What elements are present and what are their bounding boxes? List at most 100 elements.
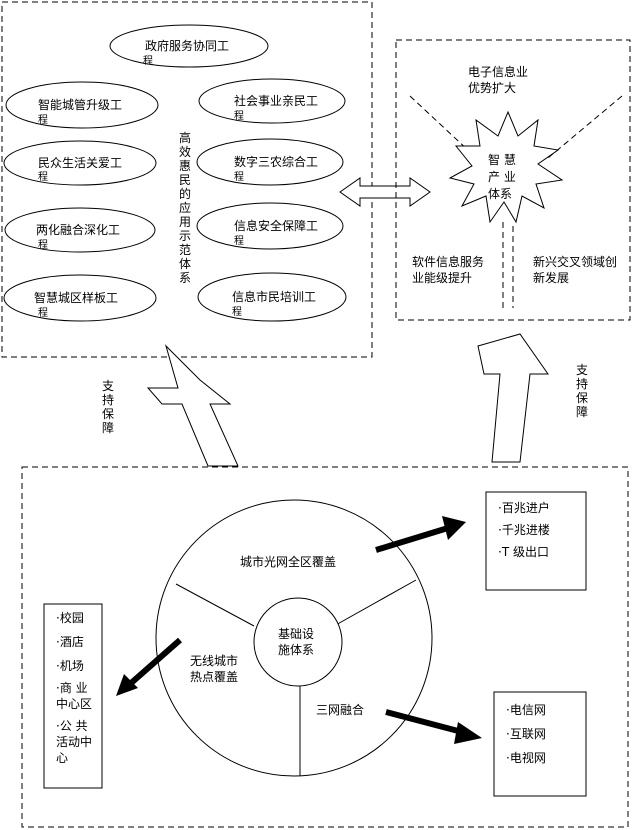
project-ellipse: 信息安全保障工 程	[196, 202, 344, 250]
hotspot-list-box	[43, 603, 103, 789]
industry-top-label-line2: 优势扩大	[468, 81, 516, 95]
svg-text:持: 持	[102, 392, 114, 407]
svg-text:保: 保	[102, 407, 114, 421]
svg-text:障: 障	[576, 404, 588, 419]
ellipse-label-suffix: 程	[38, 307, 48, 319]
support-arrow-right-icon	[477, 333, 549, 463]
svg-text:用: 用	[179, 215, 191, 229]
svg-text:惠: 惠	[179, 159, 191, 173]
ellipse-label-suffix: 程	[234, 110, 244, 122]
svg-text:示: 示	[179, 229, 191, 243]
svg-text:障: 障	[102, 420, 114, 435]
ellipse-label-suffix: 程	[38, 171, 48, 183]
project-ellipse: 信息市民培训工 程	[197, 272, 347, 322]
list-item: ·校园	[56, 610, 84, 625]
emerging-label-line2: 新发展	[533, 270, 569, 285]
star-label-line1: 智 慧	[488, 152, 516, 167]
application-system-panel	[1, 1, 373, 358]
list-item: ·酒店	[56, 635, 84, 649]
ellipse-label: 数字三农综合工	[234, 154, 318, 169]
svg-text:体: 体	[179, 257, 191, 271]
star-label-line3: 体系	[488, 187, 512, 201]
arrow-to-fiber-list-icon	[375, 516, 466, 553]
list-item: ·互联网	[506, 727, 546, 741]
sector-label-triple-network: 三网融合	[316, 702, 364, 717]
list-item-cont: 心	[56, 751, 68, 765]
connector-line	[547, 95, 623, 159]
ellipse-label: 社会事业亲民工	[234, 93, 318, 108]
emerging-label-line1: 新兴交叉领域创	[533, 254, 617, 269]
sector-label-wireless-line2: 热点覆盖	[190, 670, 238, 684]
center-label-line2: 施体系	[278, 643, 314, 657]
project-ellipse: 政府服务协同工 程	[109, 24, 269, 68]
industry-top-label-line1: 电子信息业	[468, 64, 528, 79]
list-item: ·机场	[56, 659, 84, 673]
arrow-to-hotspot-list-icon	[116, 637, 182, 696]
ellipse-label: 政府服务协同工	[145, 38, 229, 53]
star-label-line2: 产 业	[488, 170, 516, 184]
ellipse-label-suffix: 程	[234, 235, 244, 247]
support-arrow-left-icon	[146, 344, 239, 467]
support-label-left: 支 持 保 障	[102, 379, 114, 435]
ellipse-label-suffix: 程	[232, 306, 242, 318]
support-label-right: 支 持 保 障	[576, 363, 588, 419]
fiber-list-box	[485, 491, 587, 591]
ellipse-label: 两化融合深化工	[36, 222, 120, 237]
sector-label-fiber: 城市光网全区覆盖	[240, 554, 336, 569]
svg-text:支: 支	[576, 363, 588, 377]
ellipse-label: 智能城管升级工	[38, 97, 122, 112]
svg-text:的: 的	[179, 186, 191, 201]
svg-text:高: 高	[179, 130, 191, 145]
list-item: ·电信网	[506, 703, 546, 717]
ellipse-label-suffix: 程	[38, 114, 48, 126]
list-item: ·商 业	[56, 680, 88, 695]
project-ellipse: 智能城管升级工 程	[5, 81, 159, 129]
project-ellipse: 社会事业亲民工 程	[198, 78, 346, 124]
sector-label-wireless-line1: 无线城市	[190, 653, 238, 668]
ellipse-label-suffix: 程	[38, 239, 48, 251]
infrastructure-wheel	[155, 499, 433, 777]
project-ellipse: 民众生活关爱工 程	[3, 140, 157, 186]
svg-text:系: 系	[179, 271, 191, 285]
smart-industry-panel	[395, 39, 631, 321]
center-label-line1: 基础设	[278, 627, 314, 641]
list-item: ·T 级出口	[498, 545, 549, 559]
project-ellipse: 数字三农综合工 程	[196, 138, 344, 186]
wheel-divider	[175, 583, 255, 627]
network-list: ·电信网 ·互联网 ·电视网	[506, 703, 546, 765]
list-item: ·电视网	[506, 750, 546, 765]
arrow-to-network-list-icon	[385, 709, 482, 744]
ellipse-label-suffix: 程	[234, 171, 244, 183]
fiber-list: ·百兆进户 ·千兆进楼 ·T 级出口	[498, 500, 550, 559]
double-arrow-icon	[339, 177, 431, 207]
ellipse-label: 信息安全保障工	[234, 218, 318, 233]
software-label-line2: 业能级提升	[412, 270, 472, 285]
infrastructure-panel	[21, 466, 629, 828]
list-item: ·千兆进楼	[498, 522, 550, 537]
ellipse-label: 信息市民培训工	[232, 289, 316, 304]
svg-text:应: 应	[179, 200, 191, 215]
ellipse-label: 智慧城区样板工	[34, 290, 118, 305]
vertical-system-label: 高 效 惠 民 的 应 用 示 范 体 系	[179, 130, 191, 285]
infrastructure-center	[253, 597, 343, 687]
hotspot-list: ·校园 ·酒店 ·机场 ·商 业 中心区 ·公 共 活动中 心	[56, 610, 92, 765]
wheel-divider	[333, 579, 417, 627]
list-item: ·百兆进户	[498, 500, 550, 515]
svg-text:效: 效	[179, 144, 191, 159]
project-ellipse: 智慧城区样板工 程	[3, 274, 157, 322]
svg-text:范: 范	[179, 243, 191, 257]
network-list-box	[493, 691, 587, 797]
svg-text:持: 持	[576, 376, 588, 391]
svg-text:保: 保	[576, 391, 588, 405]
smart-industry-star	[448, 110, 564, 224]
svg-text:民: 民	[179, 173, 191, 187]
project-ellipse: 两化融合深化工 程	[4, 207, 156, 253]
list-item: ·公 共	[56, 719, 88, 733]
software-label-line1: 软件信息服务	[412, 254, 484, 269]
list-item-cont: 活动中	[56, 734, 92, 749]
ellipse-label: 民众生活关爱工	[38, 156, 122, 170]
ellipse-label-suffix: 程	[143, 55, 153, 67]
svg-text:支: 支	[102, 379, 114, 393]
list-item-cont: 中心区	[56, 696, 92, 711]
